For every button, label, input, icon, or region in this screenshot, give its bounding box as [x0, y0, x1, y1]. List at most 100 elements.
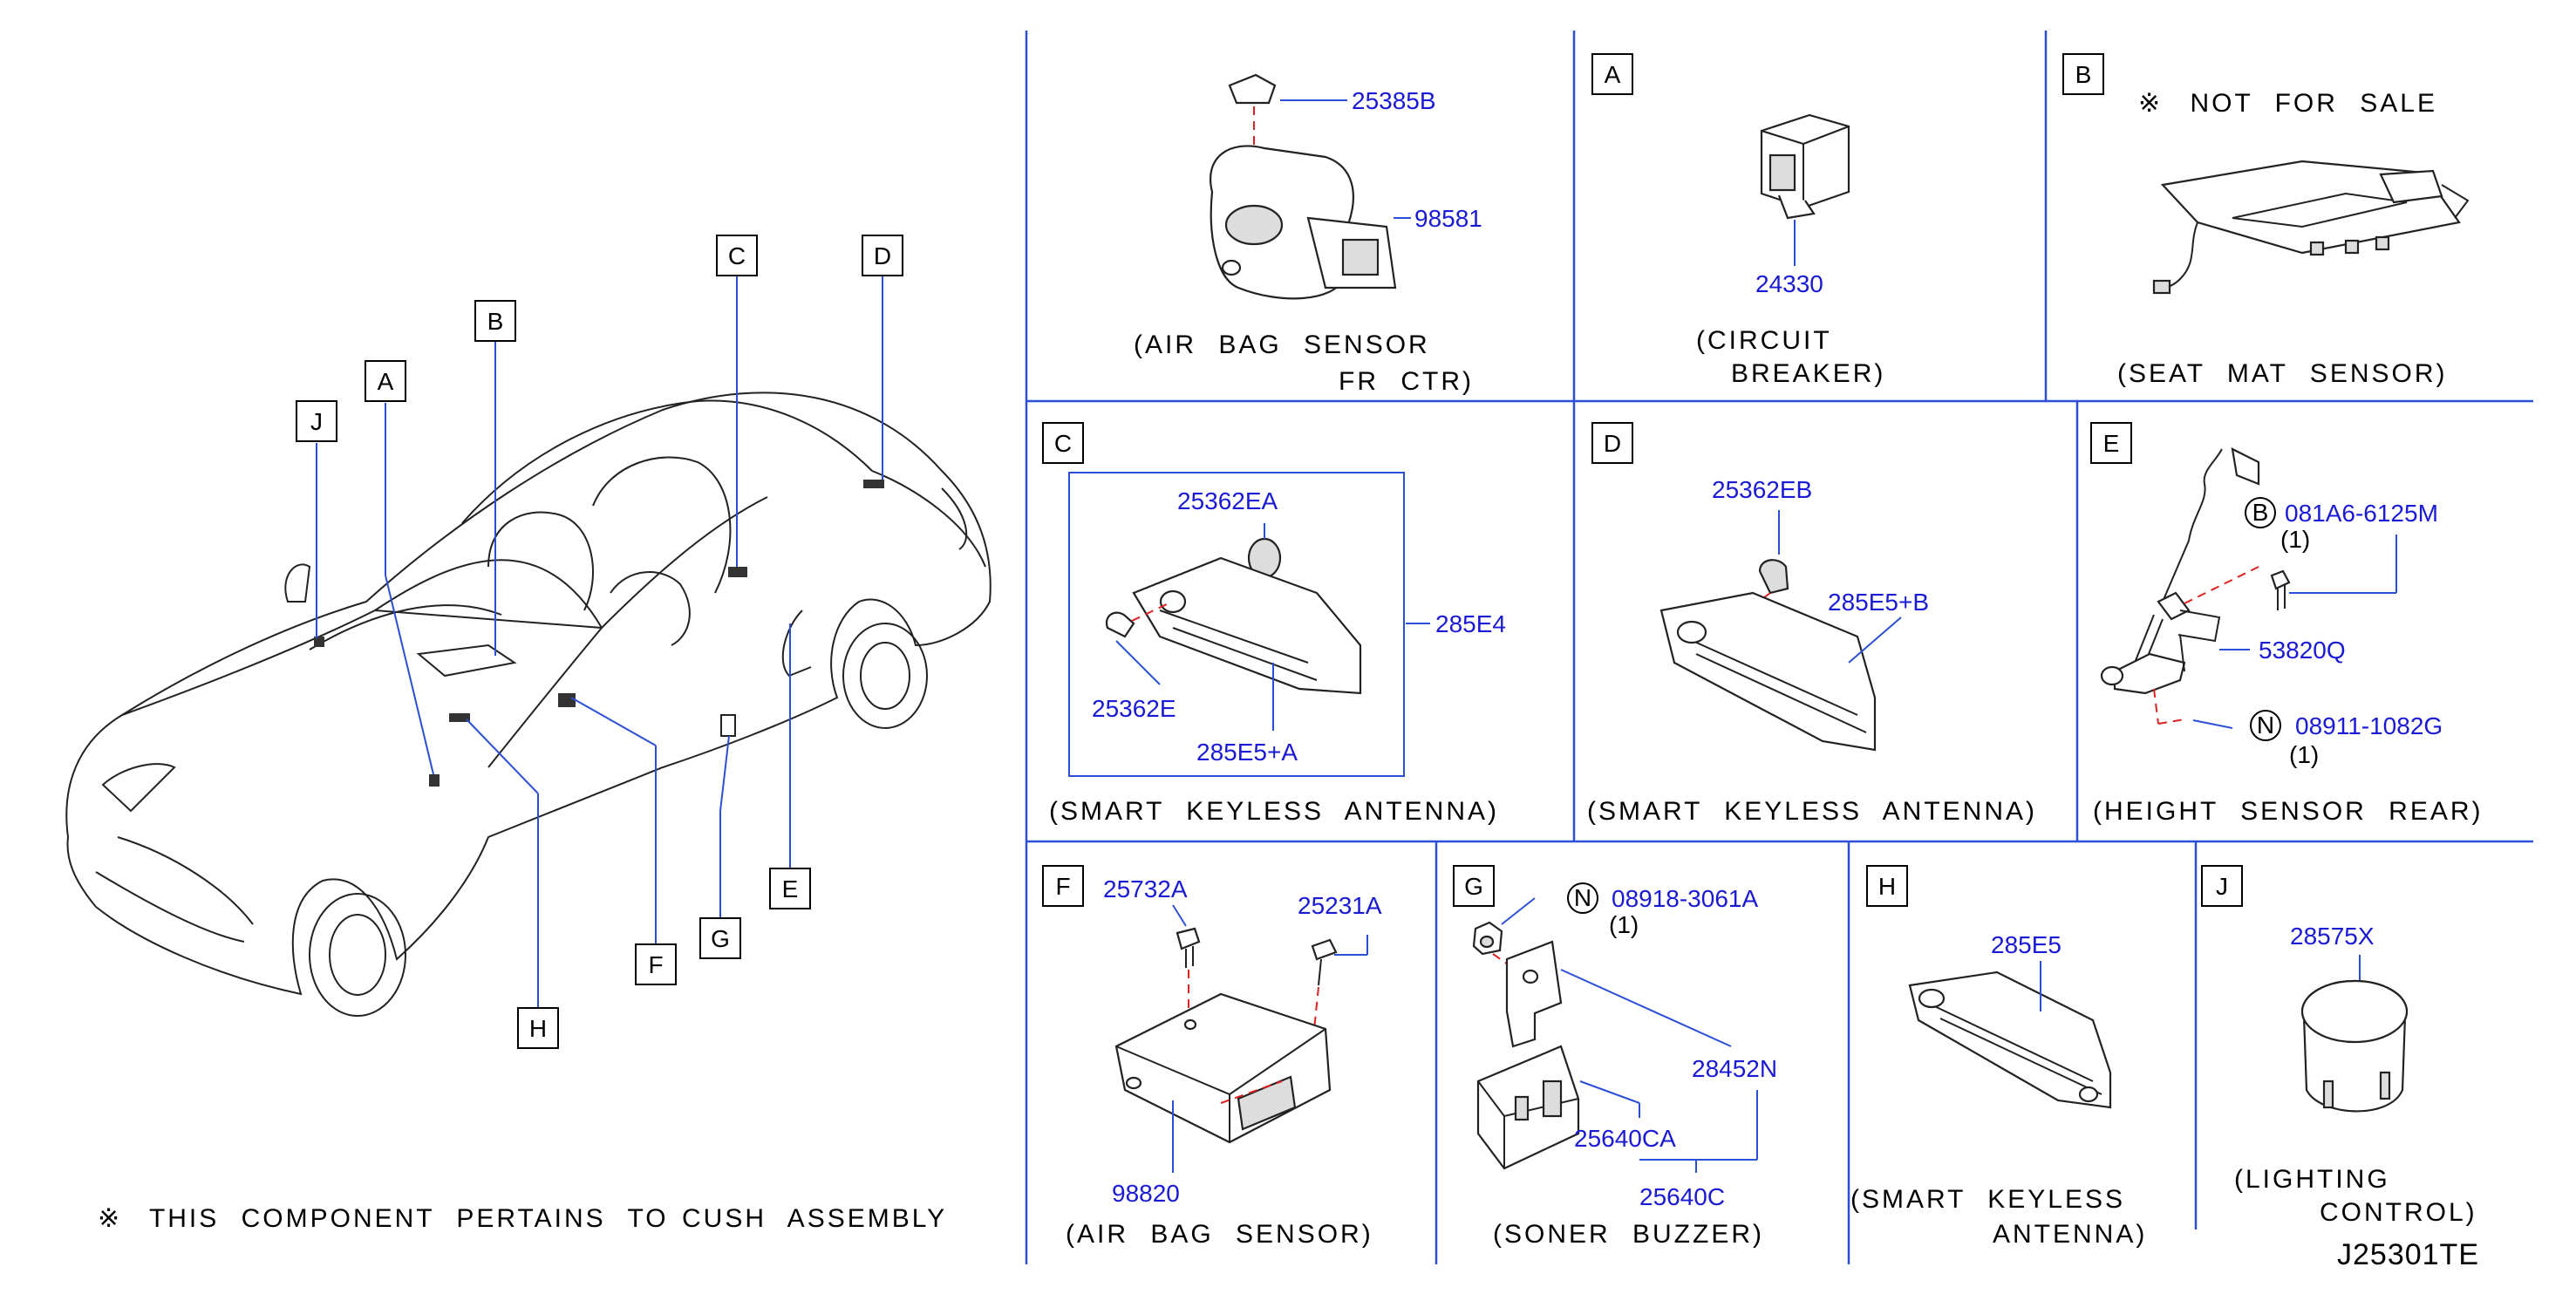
part-24330: 24330	[1755, 270, 1823, 297]
callout-h: H	[466, 719, 559, 1049]
caption-keyless-d: (SMART KEYLESS ANTENNA)	[1587, 797, 2037, 826]
caption-airbag-sensor: (AIR BAG SENSOR)	[1066, 1220, 1373, 1249]
height-sensor-illustration	[2100, 447, 2260, 695]
callout-d: D	[862, 235, 903, 480]
caption-height-sensor: (HEIGHT SENSOR REAR)	[2093, 797, 2484, 826]
caption-seat-mat: (SEAT MAT SENSOR)	[2117, 359, 2448, 388]
part-08911-1082g: 08911-1082G	[2295, 712, 2443, 739]
part-98820: 98820	[1112, 1180, 1180, 1207]
caption-circuit-line1: (CIRCUIT	[1696, 326, 1832, 355]
keyless-antenna-d-illustration	[1659, 559, 1877, 752]
callout-b: B	[474, 300, 516, 656]
nut-marker-label: N	[1574, 884, 1591, 911]
part-98581: 98581	[1414, 205, 1482, 232]
caption-keyless-h-line1: (SMART KEYLESS	[1850, 1185, 2125, 1214]
svg-text:G: G	[711, 925, 730, 952]
circuit-breaker-illustration	[1760, 113, 1850, 220]
part-25640c: 25640C	[1639, 1183, 1725, 1210]
not-for-sale-note: ※ NOT FOR SALE	[2138, 89, 2437, 118]
panel-c-smart-keyless: C 25362EA 285E4 25362E 285E5+A (SMART KE…	[1042, 422, 1506, 826]
nut-marker-label: N	[2257, 712, 2274, 739]
panel-j-lighting-control: J 28575X (LIGHTING CONTROL)	[2201, 865, 2477, 1227]
panel-letter-box	[1866, 865, 1908, 907]
seat-mat-illustration	[2152, 160, 2470, 295]
panel-letter-box	[1042, 422, 1084, 464]
part-285e5-b: 285E5+B	[1828, 589, 1929, 616]
part-081a6-6125m: 081A6-6125M	[2285, 500, 2438, 527]
callout-e: E	[769, 623, 811, 909]
panel-letter-box	[2201, 865, 2243, 907]
panel-d-smart-keyless: D 25362EB 285E5+B (SMART KEYLESS ANTENNA…	[1587, 422, 2037, 826]
airbag-sensor-illustration	[1114, 927, 1338, 1144]
panel-letter: G	[1464, 873, 1483, 900]
panel-letter-box	[1591, 53, 1633, 95]
panel-letter: B	[2075, 61, 2092, 88]
panel-b-seat-mat-sensor: B ※ NOT FOR SALE (SEAT MAT SENSOR)	[2062, 53, 2470, 388]
bolt-qty: (1)	[2280, 526, 2310, 553]
panel-letter: D	[1604, 430, 1621, 457]
caption-airbag-fr-line1: (AIR BAG SENSOR	[1134, 330, 1430, 359]
part-25732a: 25732A	[1103, 875, 1188, 902]
part-25640ca: 25640CA	[1574, 1125, 1676, 1152]
bolt-marker-label: B	[2252, 499, 2269, 526]
caption-lighting-line1: (LIGHTING	[2234, 1165, 2390, 1194]
footnote: ※ THIS COMPONENT PERTAINS TO CUSH ASSEMB…	[98, 1204, 947, 1233]
panel-letter: H	[1878, 873, 1896, 900]
diagram-id: J25301TE	[2337, 1238, 2479, 1271]
panel-letter-box	[2090, 422, 2132, 464]
svg-text:F: F	[648, 951, 663, 978]
part-285e4: 285E4	[1435, 610, 1506, 637]
svg-text:D: D	[874, 242, 891, 269]
panel-g-soner-buzzer: G N 08918-3061A (1) 28452N 25640CA 25640…	[1453, 865, 1777, 1249]
panel-grid	[1025, 31, 2533, 1264]
part-25362ea: 25362EA	[1177, 487, 1278, 514]
callout-f: F	[570, 697, 677, 985]
panel-letter-box	[1591, 422, 1633, 464]
nut-marker	[2250, 710, 2281, 741]
caption-keyless-c: (SMART KEYLESS ANTENNA)	[1049, 797, 1499, 826]
panel-letter: F	[1055, 873, 1070, 900]
callout-j: J	[296, 400, 337, 638]
panel-f-airbag-sensor: F 25732A 25231A 98820 (AIR BAG SENSOR)	[1042, 865, 1382, 1249]
part-25231a: 25231A	[1298, 892, 1382, 919]
nut-marker	[1567, 882, 1598, 914]
airbag-sensor-fr-illustration	[1210, 73, 1397, 300]
part-25362e: 25362E	[1092, 695, 1176, 722]
part-28452n: 28452N	[1692, 1055, 1777, 1082]
panel-letter-box	[1453, 865, 1495, 907]
svg-text:A: A	[378, 368, 394, 395]
part-285e5: 285E5	[1991, 931, 2061, 958]
caption-circuit-line2: BREAKER)	[1731, 359, 1885, 388]
svg-text:E: E	[782, 875, 799, 902]
assembly-frame	[1068, 472, 1405, 777]
part-285e5-a: 285E5+A	[1196, 739, 1298, 766]
svg-text:J: J	[310, 408, 323, 435]
lighting-control-illustration	[2300, 979, 2409, 1113]
panel-letter: C	[1054, 430, 1072, 457]
part-25385b: 25385B	[1352, 87, 1436, 114]
caption-lighting-line2: CONTROL)	[2320, 1198, 2477, 1227]
callout-g: G	[699, 735, 741, 959]
panel-airbag-sensor-fr-ctr: 25385B 98581 (AIR BAG SENSOR FR CTR)	[1134, 73, 1482, 396]
panel-letter-box	[2062, 53, 2104, 95]
part-25362eb: 25362EB	[1712, 476, 1812, 503]
svg-text:C: C	[728, 242, 746, 269]
bolt-081a6-illustration	[2270, 569, 2291, 610]
part-28575x: 28575X	[2290, 923, 2375, 950]
keyless-antenna-c-illustration	[1105, 537, 1362, 695]
panel-letter: J	[2216, 873, 2228, 900]
car-illustration	[65, 392, 992, 1017]
svg-text:H: H	[529, 1015, 547, 1042]
part-53820q: 53820Q	[2259, 637, 2346, 664]
caption-soner-buzzer: (SONER BUZZER)	[1493, 1220, 1764, 1249]
caption-airbag-fr-line2: FR CTR)	[1339, 367, 1474, 396]
callout-a: A	[365, 360, 434, 775]
panel-a-circuit-breaker: A 24330 (CIRCUIT BREAKER)	[1591, 53, 1885, 388]
svg-text:B: B	[487, 308, 504, 335]
part-08918-3061a: 08918-3061A	[1612, 885, 1758, 912]
nut-qty: (1)	[1609, 911, 1639, 938]
panel-e-height-sensor: E B 081A6-6125M (1) 53820Q N	[2090, 422, 2484, 826]
callout-c: C	[716, 235, 758, 567]
panel-letter: A	[1605, 61, 1621, 88]
car-overview: J A B C D E	[65, 235, 992, 1233]
